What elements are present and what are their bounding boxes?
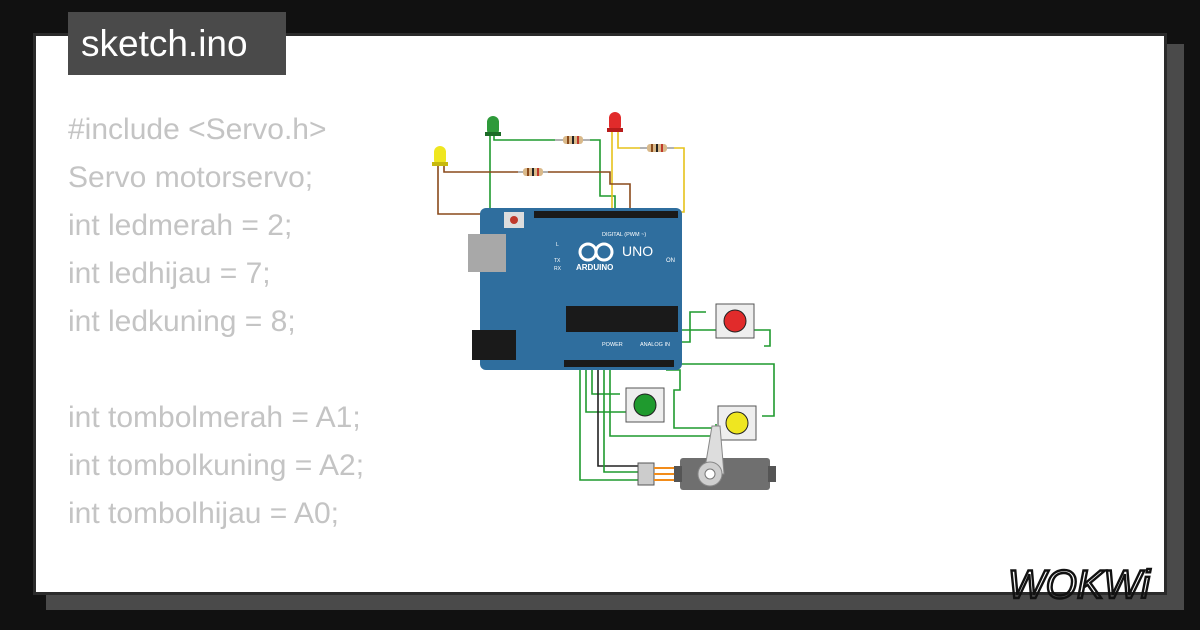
wire-brown [548, 171, 631, 214]
wire-brown [443, 166, 518, 173]
board-brand: ARDUINO [576, 263, 613, 272]
wire-yellow [617, 132, 640, 149]
red-led[interactable] [607, 112, 623, 132]
board-model: UNO [622, 243, 653, 259]
power-label: POWER [602, 342, 623, 348]
wire-green [579, 368, 640, 481]
tx-label: TX [554, 258, 561, 264]
code-line: int ledmerah = 2; [68, 209, 293, 242]
code-line: int tombolmerah = A1; [68, 401, 361, 434]
resistor [555, 136, 590, 144]
rx-label: RX [554, 266, 562, 272]
wokwi-logo: WOKWi [1007, 562, 1152, 608]
code-line: int tombolhijau = A0; [68, 497, 340, 530]
yellow-led[interactable] [432, 146, 448, 166]
code-line [68, 346, 364, 394]
analog-label: ANALOG IN [640, 342, 670, 348]
servo-motor[interactable] [637, 425, 776, 490]
code-line: int ledhijau = 7; [68, 257, 271, 290]
code-line: int tombolkuning = A2; [68, 449, 365, 482]
wire-green [585, 368, 626, 413]
green-button[interactable] [625, 387, 665, 423]
wokwi-logo-text: WOKWi [1008, 563, 1151, 607]
l-label: L [556, 242, 559, 248]
wire-green [591, 368, 620, 395]
circuit-diagram[interactable]: ARDUINO UNO DIGITAL (PWM ~) ANALOG IN PO… [390, 80, 810, 500]
code-line: int ledstatemerah [68, 586, 364, 592]
code-line: Servo motorservo; [68, 161, 314, 194]
resistor [640, 144, 674, 152]
code-line: #include <Servo.h> [68, 113, 327, 146]
wire-green [672, 363, 775, 417]
wire-green [666, 369, 716, 429]
sketch-title-text: sketch.ino [81, 22, 248, 64]
wire-green [590, 139, 616, 214]
code-line: int ledkuning = 8; [68, 305, 296, 338]
code-preview: #include <Servo.h> Servo motorservo; int… [68, 106, 365, 592]
wire-yellow [674, 147, 685, 213]
yellow-button[interactable] [717, 405, 757, 441]
wire-green [603, 368, 638, 473]
code-line [68, 538, 364, 586]
on-label: ON [666, 258, 675, 264]
resistor [518, 168, 548, 176]
wire-black [597, 368, 638, 467]
digital-label: DIGITAL (PWM ~) [602, 232, 646, 238]
wire-green [680, 311, 706, 343]
red-button[interactable] [715, 303, 755, 339]
arduino-uno-board[interactable]: ARDUINO UNO DIGITAL (PWM ~) ANALOG IN PO… [468, 208, 682, 370]
sketch-title: sketch.ino [68, 12, 286, 75]
wire-green [493, 132, 555, 141]
wire-brown [437, 166, 482, 215]
green-led[interactable] [485, 116, 501, 136]
